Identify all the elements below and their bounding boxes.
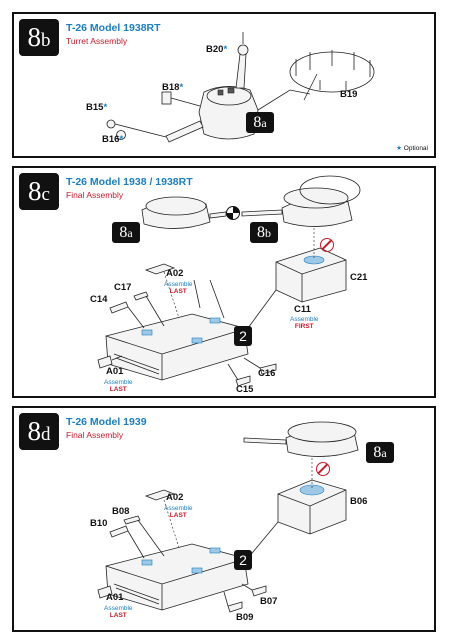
step-badge: 8b bbox=[19, 19, 59, 56]
step-subtitle: Turret Assembly bbox=[66, 36, 128, 46]
part-label-b16: B16* bbox=[102, 134, 124, 145]
part-label-c17: C17 bbox=[114, 282, 132, 293]
mix-icon bbox=[226, 206, 240, 220]
final-assembly-diagram bbox=[97, 421, 359, 613]
optional-note: ★ Optional bbox=[396, 145, 428, 152]
part-label-b15: B15* bbox=[86, 102, 108, 113]
step-title: T-26 Model 1938RT bbox=[66, 22, 161, 34]
step-subtitle: Final Assembly bbox=[66, 190, 124, 200]
reference-step-8a: 8a bbox=[366, 442, 394, 463]
step-panel-8b: 8b T-26 Model 1938RT Turret Assembly B20… bbox=[12, 12, 436, 158]
step-badge: 8c bbox=[19, 173, 59, 210]
part-label-b06: B06 bbox=[350, 496, 368, 507]
part-label-b18: B18* bbox=[162, 82, 184, 93]
part-label-c11: C11 bbox=[294, 304, 311, 315]
part-label-a01: A01 bbox=[106, 366, 124, 377]
reference-step-8a: 8a bbox=[112, 222, 140, 243]
part-label-a02: A02 bbox=[166, 268, 184, 279]
reference-step-8a: 8a bbox=[246, 112, 274, 133]
prohibited-icon bbox=[316, 462, 330, 476]
reference-step-8b: 8b bbox=[250, 222, 278, 243]
step-number-2: 2 bbox=[234, 326, 252, 346]
part-label-c21: C21 bbox=[350, 272, 368, 283]
part-label-a01: A01 bbox=[106, 592, 124, 603]
part-label-b08: B08 bbox=[112, 506, 130, 517]
part-label-b19: B19 bbox=[340, 89, 358, 100]
final-assembly-diagram bbox=[97, 175, 361, 387]
part-label-c15: C15 bbox=[236, 384, 254, 395]
step-title: T-26 Model 1938 / 1938RT bbox=[66, 176, 193, 188]
step-panel-8c: 8c T-26 Model 1938 / 1938RT Final Assemb… bbox=[12, 166, 436, 398]
step-title: T-26 Model 1939 bbox=[66, 416, 147, 428]
star-icon: ★ bbox=[396, 145, 402, 152]
step-badge: 8d bbox=[19, 413, 59, 450]
turret-assembly-diagram bbox=[106, 32, 375, 143]
part-label-b09: B09 bbox=[236, 612, 254, 623]
part-label-a02: A02 bbox=[166, 492, 184, 503]
part-label-c16: C16 bbox=[258, 368, 276, 379]
prohibited-icon bbox=[320, 238, 334, 252]
part-label-b20: B20* bbox=[206, 44, 228, 55]
part-label-b07: B07 bbox=[260, 596, 278, 607]
step-number-2: 2 bbox=[234, 550, 252, 570]
part-label-b10: B10 bbox=[90, 518, 108, 529]
step-subtitle: Final Assembly bbox=[66, 430, 124, 440]
part-label-c14: C14 bbox=[90, 294, 108, 305]
step-panel-8d: 8d T-26 Model 1939 Final Assembly bbox=[12, 406, 436, 632]
